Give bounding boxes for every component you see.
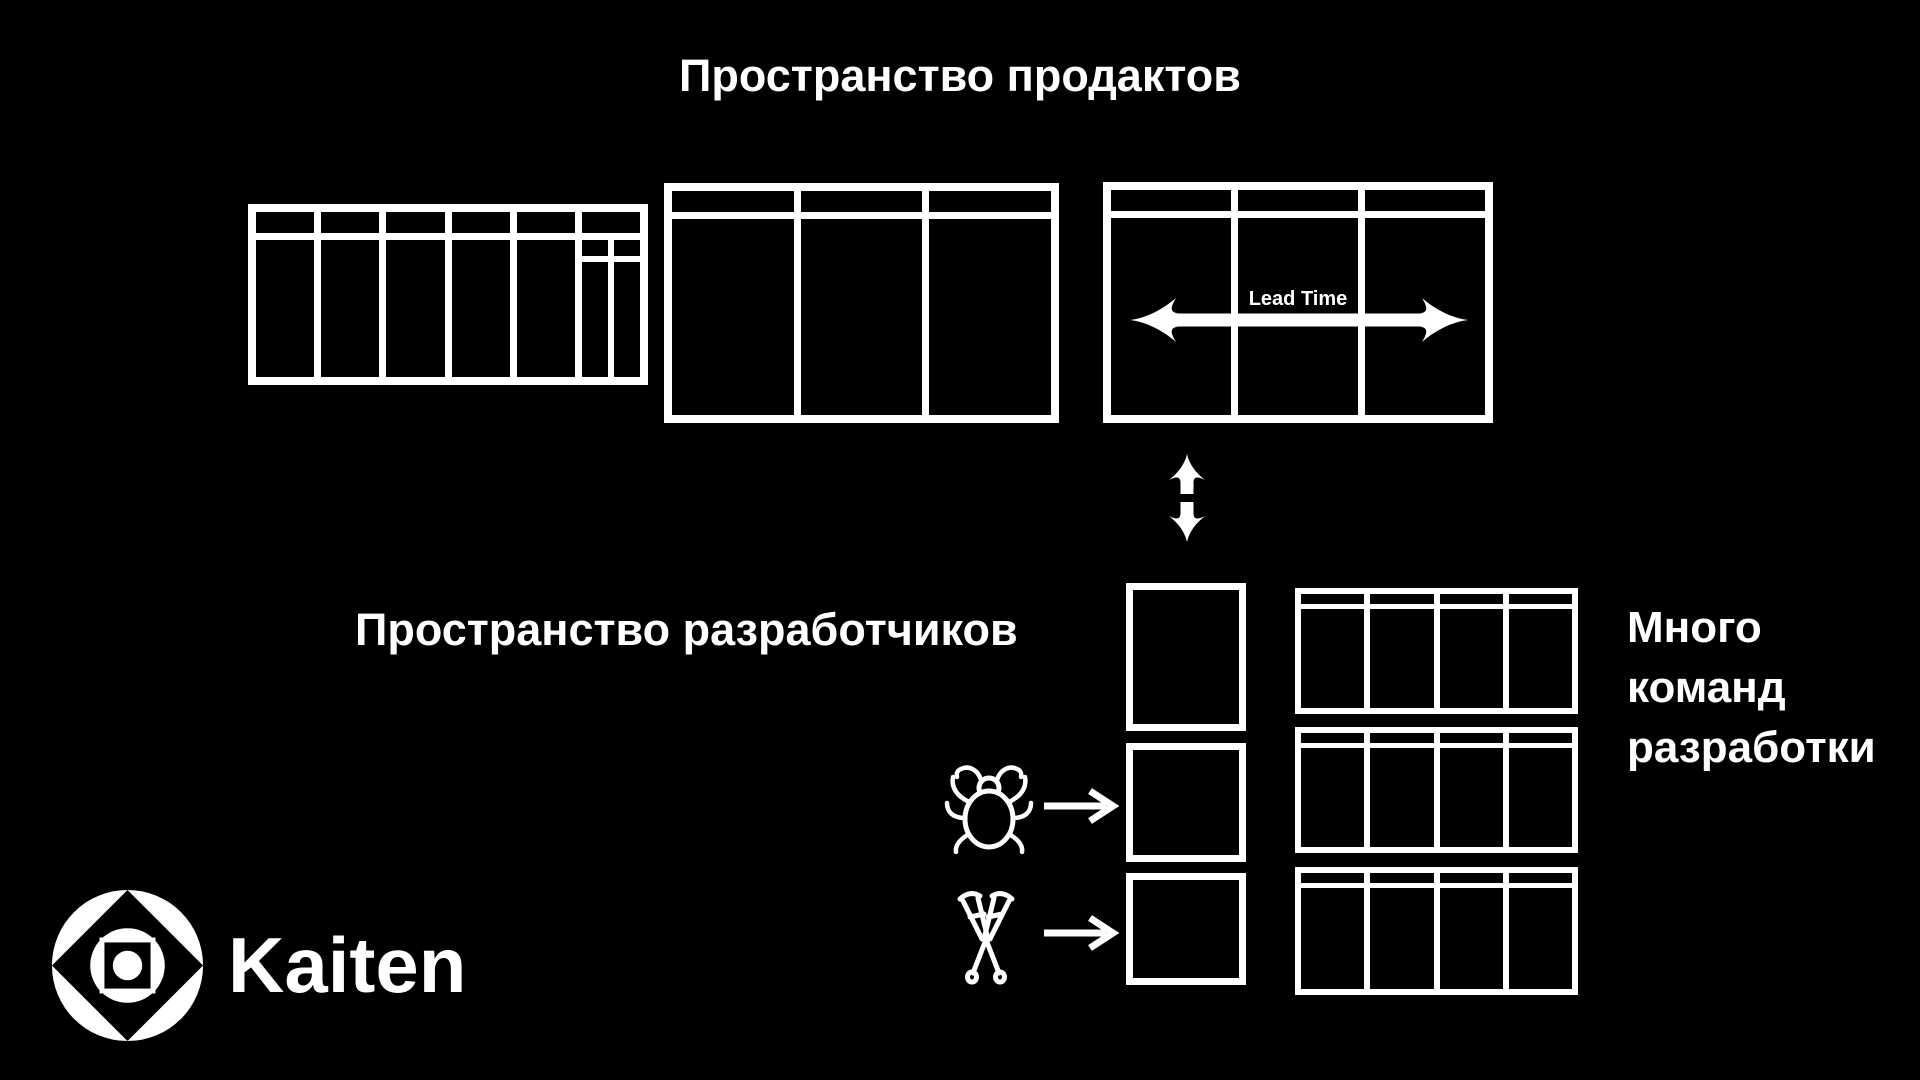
- subcolumn-header: [613, 240, 641, 256]
- column-header: [1238, 190, 1358, 211]
- board-column: [800, 191, 923, 415]
- column-header: [516, 212, 575, 233]
- board-column: [581, 212, 641, 377]
- column-body: [929, 219, 1052, 415]
- column-header: [1508, 873, 1572, 883]
- team-board-1: [1295, 588, 1578, 714]
- column-body: [1439, 609, 1503, 708]
- double-arrow-vertical-icon: [1169, 454, 1205, 542]
- board-column: [1439, 873, 1503, 989]
- column-header: [451, 212, 510, 233]
- arrow-right-icon: [1044, 915, 1120, 951]
- product-board-3col: [664, 183, 1059, 423]
- crutches-icon: [957, 891, 1015, 985]
- column-body: [516, 240, 575, 377]
- column-header: [1370, 594, 1434, 604]
- board-column: [1508, 733, 1572, 847]
- column-header: [1301, 873, 1365, 883]
- column-body: [321, 240, 380, 377]
- column-body: [256, 240, 315, 377]
- column-body: [1301, 748, 1365, 847]
- board-column: [929, 191, 1052, 415]
- board-column: [1439, 733, 1503, 847]
- column-body: [1301, 888, 1365, 989]
- column-header: [1301, 594, 1365, 604]
- board-column: [1370, 594, 1434, 708]
- products-space-title: Пространство продактов: [679, 50, 1241, 101]
- brand-name: Kaiten: [228, 921, 467, 1009]
- column-header: [672, 191, 794, 212]
- column-body: [1370, 748, 1434, 847]
- column-header: [321, 212, 380, 233]
- developers-space-title: Пространство разработчиков: [355, 604, 1018, 655]
- product-board-multicolumn: [248, 204, 648, 385]
- bug-icon: [944, 765, 1034, 854]
- arrow-right-icon: [1044, 788, 1120, 824]
- board-column: [1508, 594, 1572, 708]
- board-column: [1370, 733, 1434, 847]
- brand-logo: Kaiten: [49, 887, 466, 1044]
- board-column: [516, 212, 575, 377]
- column-body: [672, 219, 794, 415]
- column-header: [386, 212, 445, 233]
- dev-board-single-3: [1126, 873, 1246, 985]
- team-board-3: [1295, 867, 1578, 995]
- board-column: [672, 191, 794, 415]
- column-header: [929, 191, 1052, 212]
- column-header: [1370, 733, 1434, 743]
- split-column-row: [581, 240, 641, 377]
- column-body: [1370, 609, 1434, 708]
- dev-board-single-2: [1126, 743, 1246, 862]
- board-column: [1301, 873, 1365, 989]
- subcolumn-body: [613, 262, 641, 377]
- board-subcolumn: [581, 240, 608, 377]
- board-column: [256, 212, 315, 377]
- column-header: [581, 212, 641, 233]
- subcolumn-body: [581, 262, 608, 377]
- column-body: [386, 240, 445, 377]
- column-header: [800, 191, 923, 212]
- column-body: [800, 219, 923, 415]
- board-column: [1370, 873, 1434, 989]
- column-body: [1508, 748, 1572, 847]
- team-board-2: [1295, 727, 1578, 853]
- board-column: [321, 212, 380, 377]
- column-body: [1370, 888, 1434, 989]
- column-header: [1301, 733, 1365, 743]
- column-header: [1439, 873, 1503, 883]
- board-column: [1508, 873, 1572, 989]
- many-dev-teams-label: Много команд разработки: [1627, 603, 1876, 772]
- board-column: [386, 212, 445, 377]
- column-header: [1370, 873, 1434, 883]
- double-arrow-horizontal-icon: [1130, 298, 1468, 342]
- column-body: [1508, 609, 1572, 708]
- board-column: [1301, 594, 1365, 708]
- column-body: [451, 240, 510, 377]
- dev-board-single-1: [1126, 583, 1246, 731]
- board-subcolumn: [613, 240, 641, 377]
- product-board-leadtime: [1103, 182, 1493, 423]
- column-header: [1508, 733, 1572, 743]
- column-body: [1439, 888, 1503, 989]
- subcolumn-header: [581, 240, 608, 256]
- column-body: [1439, 748, 1503, 847]
- lead-time-label: Lead Time: [1248, 288, 1348, 310]
- column-body: [1508, 888, 1572, 989]
- column-header: [1439, 594, 1503, 604]
- column-header: [1111, 190, 1231, 211]
- board-column: [451, 212, 510, 377]
- board-column: [1301, 733, 1365, 847]
- column-header: [1508, 594, 1572, 604]
- kaiten-logo-icon: [51, 889, 204, 1042]
- column-header: [1365, 190, 1485, 211]
- column-body: [1301, 609, 1365, 708]
- column-header: [256, 212, 315, 233]
- column-header: [1439, 733, 1503, 743]
- board-column: [1439, 594, 1503, 708]
